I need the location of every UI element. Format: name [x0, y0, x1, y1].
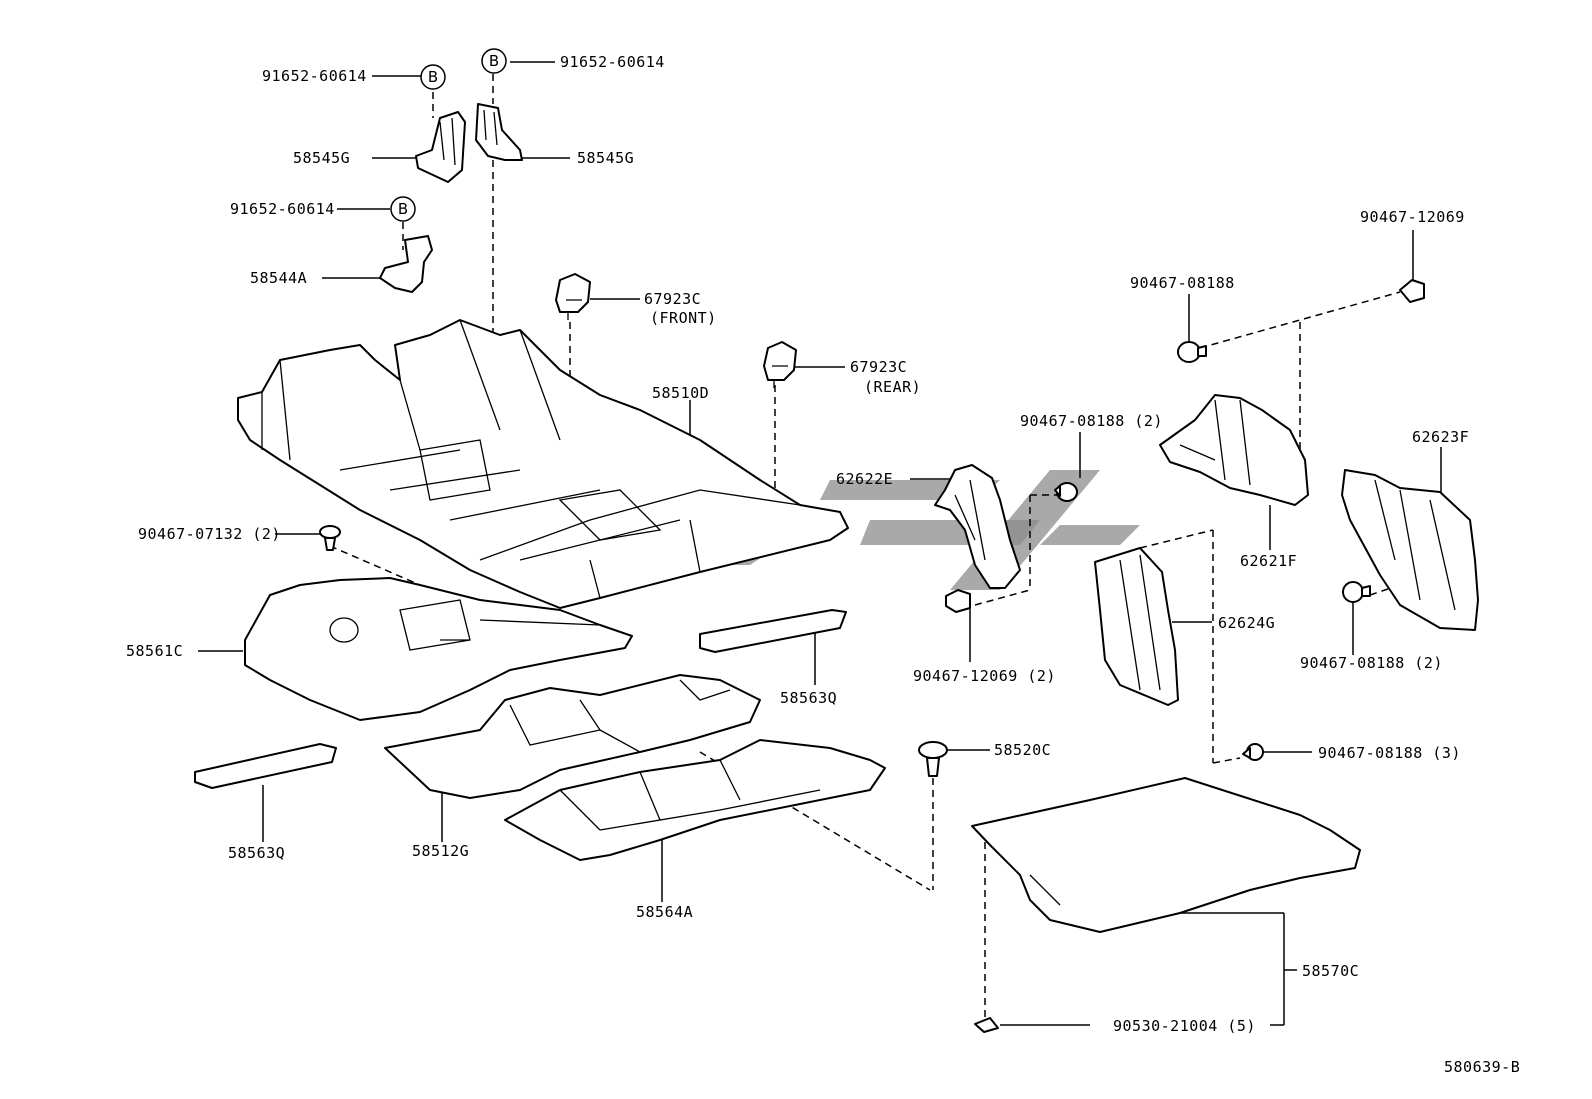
callout-90467-12069-2: 90467-12069 (2): [913, 667, 1056, 685]
trim-62621f: [1159, 394, 1309, 506]
ref-marker-b-1: B: [420, 64, 446, 90]
callout-front-qualifier: (FRONT): [650, 309, 717, 327]
ref-marker-b-2: B: [481, 48, 507, 74]
floor-carpet-58510d: [237, 319, 849, 609]
trim-62622e: [934, 464, 1021, 589]
callout-58545g-left: 58545G: [293, 149, 350, 167]
callout-67923c-rear: 67923C: [850, 358, 907, 376]
pad-58563q-left: [194, 743, 337, 789]
pad-58563q-right: [699, 609, 847, 653]
callout-58545g-right: 58545G: [577, 149, 634, 167]
floor-pad-58564a: [504, 739, 886, 861]
callout-90467-12069: 90467-12069: [1360, 208, 1465, 226]
callout-62621f: 62621F: [1240, 552, 1297, 570]
callout-90467-08188: 90467-08188: [1130, 274, 1235, 292]
callout-58510d: 58510D: [652, 384, 709, 402]
callout-58563q-left: 58563Q: [228, 844, 285, 862]
clip-58520c: [918, 741, 948, 777]
plug-90530-21004: [974, 1017, 999, 1033]
callout-58563q-right: 58563Q: [780, 689, 837, 707]
callout-91652-60614-a: 91652-60614: [262, 67, 367, 85]
ref-marker-letter: B: [428, 68, 438, 86]
bracket-58545g-left: [415, 111, 466, 183]
callout-58512g: 58512G: [412, 842, 469, 860]
clip-67923c-front: [555, 273, 591, 320]
clip-90467-08188-lower: [1242, 743, 1264, 761]
callout-91652-60614-c: 91652-60614: [230, 200, 335, 218]
diagram-id: 580639-B: [1444, 1058, 1520, 1076]
trim-62623f: [1341, 469, 1479, 631]
ref-marker-letter: B: [398, 200, 408, 218]
bracket-58545g-right: [475, 103, 523, 161]
callout-62622e: 62622E: [836, 470, 893, 488]
clip-90467-12069-upper: [1399, 279, 1425, 303]
callout-58520c: 58520C: [994, 741, 1051, 759]
floor-pad-58512g: [384, 674, 761, 799]
callout-rear-qualifier: (REAR): [864, 378, 921, 396]
clip-67923c-rear: [763, 341, 797, 388]
ref-marker-b-3: B: [390, 196, 416, 222]
part-labels: 91652-60614 91652-60614 58545G 58545G 91…: [126, 53, 1520, 1076]
trim-62624g: [1094, 547, 1179, 706]
dashed-alignment-lines: [329, 74, 1401, 1020]
clip-90467-08188-upper: [1177, 341, 1207, 363]
callout-58544a: 58544A: [250, 269, 307, 287]
callout-90530-21004-5: 90530-21004 (5): [1113, 1017, 1256, 1035]
ref-marker-letter: B: [489, 52, 499, 70]
clip-90467-12069-lower: [945, 589, 971, 613]
clip-90467-08188-right: [1342, 581, 1371, 603]
callout-62624g: 62624G: [1218, 614, 1275, 632]
callout-67923c-front: 67923C: [644, 290, 701, 308]
floor-pad-58561c: [244, 577, 633, 721]
callout-91652-60614-b: 91652-60614: [560, 53, 665, 71]
callout-90467-08188-3: 90467-08188 (3): [1318, 744, 1461, 762]
trunk-mat-58570c: [971, 777, 1361, 933]
clip-90467-07132: [319, 525, 341, 551]
callout-58561c: 58561C: [126, 642, 183, 660]
callout-90467-07132-2: 90467-07132 (2): [138, 525, 281, 543]
callout-90467-08188-2b: 90467-08188 (2): [1300, 654, 1443, 672]
callout-62623f: 62623F: [1412, 428, 1469, 446]
callout-58570c: 58570C: [1302, 962, 1359, 980]
bracket-58544a: [379, 235, 433, 293]
leader-lines: [198, 61, 1442, 1026]
clip-90467-08188-mid: [1054, 482, 1078, 502]
callout-90467-08188-2a: 90467-08188 (2): [1020, 412, 1163, 430]
callout-58564a: 58564A: [636, 903, 693, 921]
